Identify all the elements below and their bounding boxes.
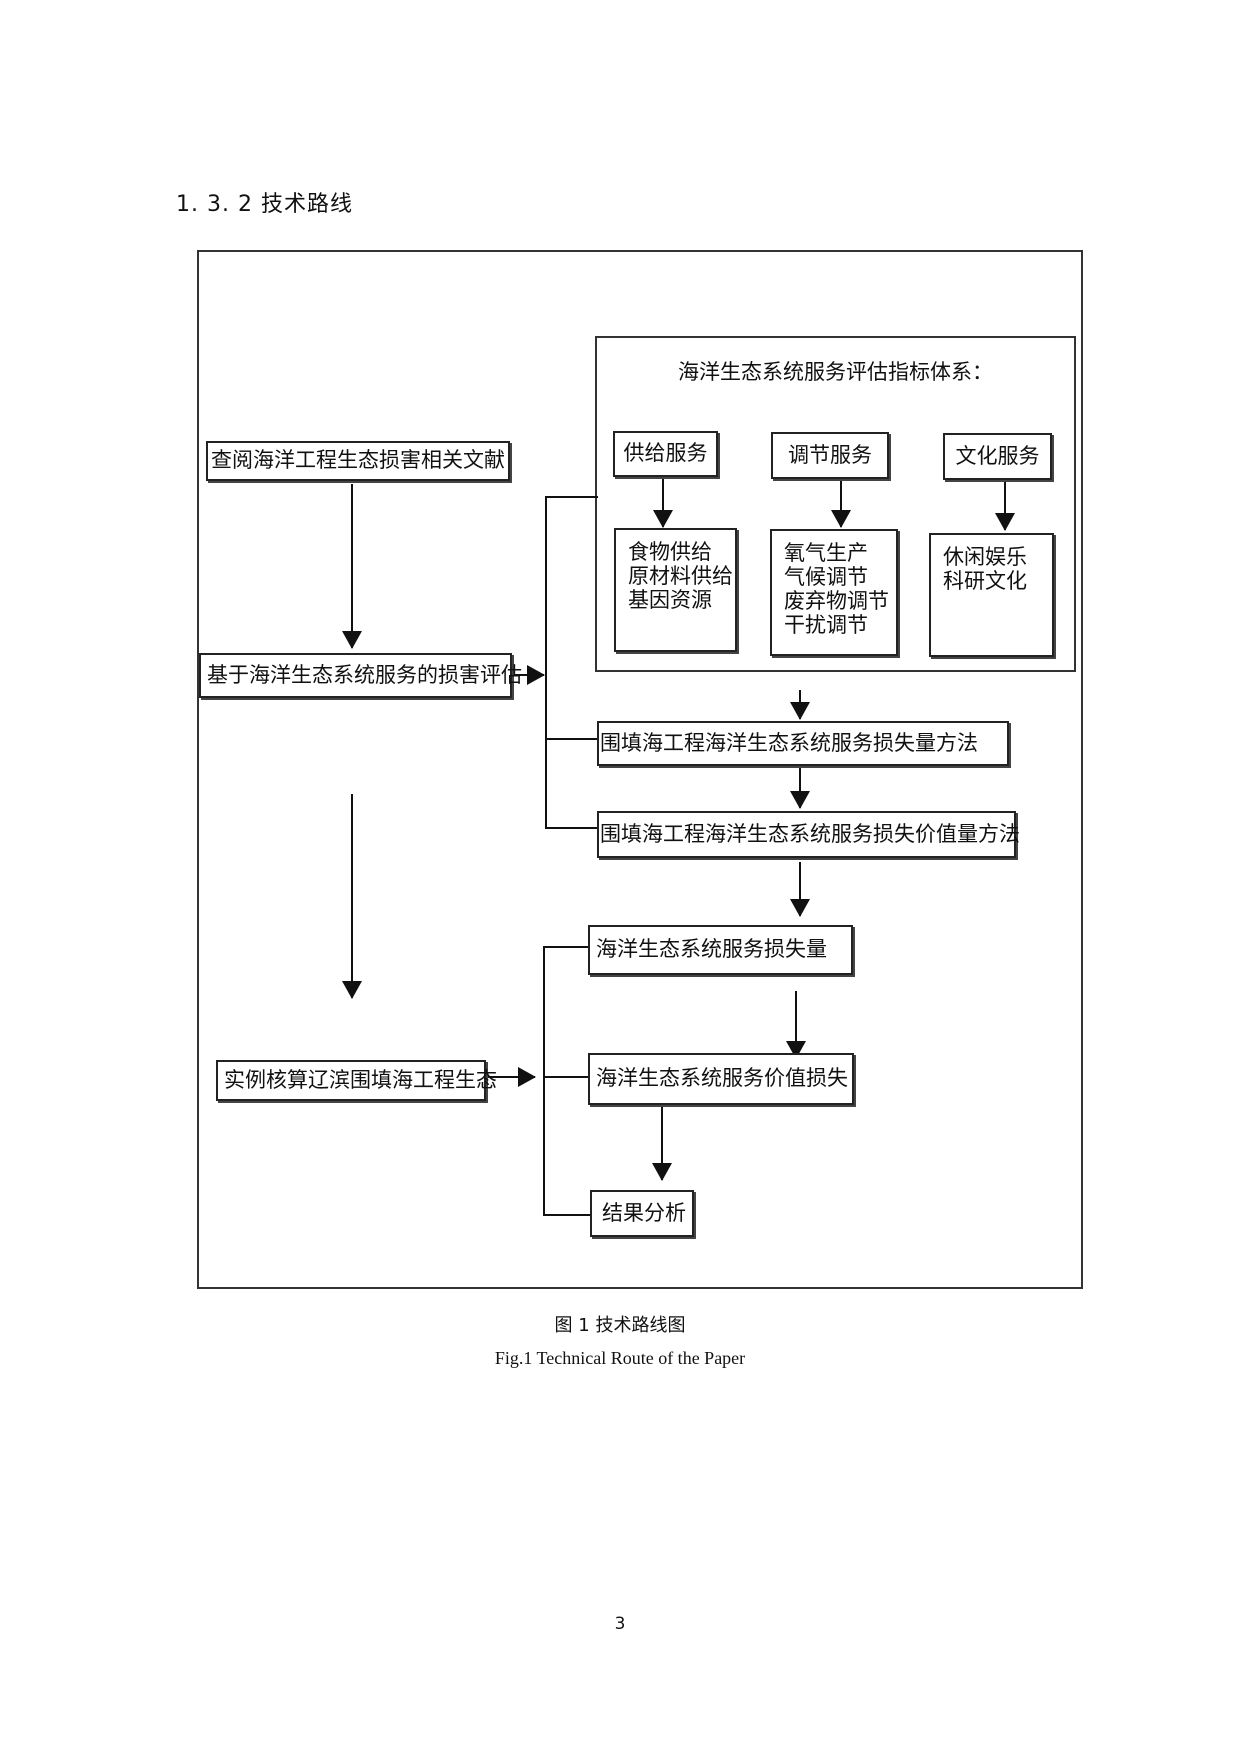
culture-service-box: 文化服务 <box>943 433 1052 480</box>
loss-quantity-method-box: 围填海工程海洋生态系统服务损失量方法 <box>597 721 1009 766</box>
supply-item: 基因资源 <box>628 588 712 612</box>
culture-item: 休闲娱乐 <box>943 545 1027 569</box>
section-heading: 1. 3. 2 技术路线 <box>176 192 353 217</box>
lower-bracket <box>543 946 590 1216</box>
figure-caption-en: Fig.1 Technical Route of the Paper <box>494 1348 746 1368</box>
supply-item: 原材料供给 <box>628 564 733 588</box>
page-number: 3 <box>614 1614 626 1634</box>
result-analysis-box: 结果分析 <box>590 1190 694 1237</box>
figure-frame <box>197 250 1083 1289</box>
supply-item: 食物供给 <box>628 540 712 564</box>
index-system-frame <box>595 336 1076 672</box>
figure-caption-zh: 图 1 技术路线图 <box>554 1315 686 1336</box>
literature-review-box: 查阅海洋工程生态损害相关文献 <box>206 441 510 481</box>
supply-items-box: 食物供给 原材料供给 基因资源 <box>614 528 737 652</box>
case-calculation-box: 实例核算辽滨围填海工程生态 <box>216 1060 497 1101</box>
upper-bracket <box>545 496 600 829</box>
value-loss-box: 海洋生态系统服务价值损失 <box>588 1053 854 1105</box>
regulate-item: 氧气生产 <box>784 541 868 565</box>
damage-assessment-box: 基于海洋生态系统服务的损害评估 <box>199 653 522 698</box>
loss-quantity-box: 海洋生态系统服务损失量 <box>588 925 853 975</box>
supply-service-box: 供给服务 <box>613 431 718 477</box>
culture-items-box: 休闲娱乐 科研文化 <box>929 533 1054 657</box>
loss-value-method-box: 围填海工程海洋生态系统服务损失价值量方法 <box>597 811 1020 858</box>
regulate-service-box: 调节服务 <box>771 432 889 479</box>
regulate-item: 废弃物调节 <box>784 589 889 613</box>
culture-item: 科研文化 <box>943 569 1027 593</box>
regulate-item: 气候调节 <box>784 565 868 589</box>
index-system-title: 海洋生态系统服务评估指标体系： <box>678 360 993 384</box>
regulate-item: 干扰调节 <box>784 613 868 637</box>
regulate-items-box: 氧气生产 气候调节 废弃物调节 干扰调节 <box>770 529 898 656</box>
